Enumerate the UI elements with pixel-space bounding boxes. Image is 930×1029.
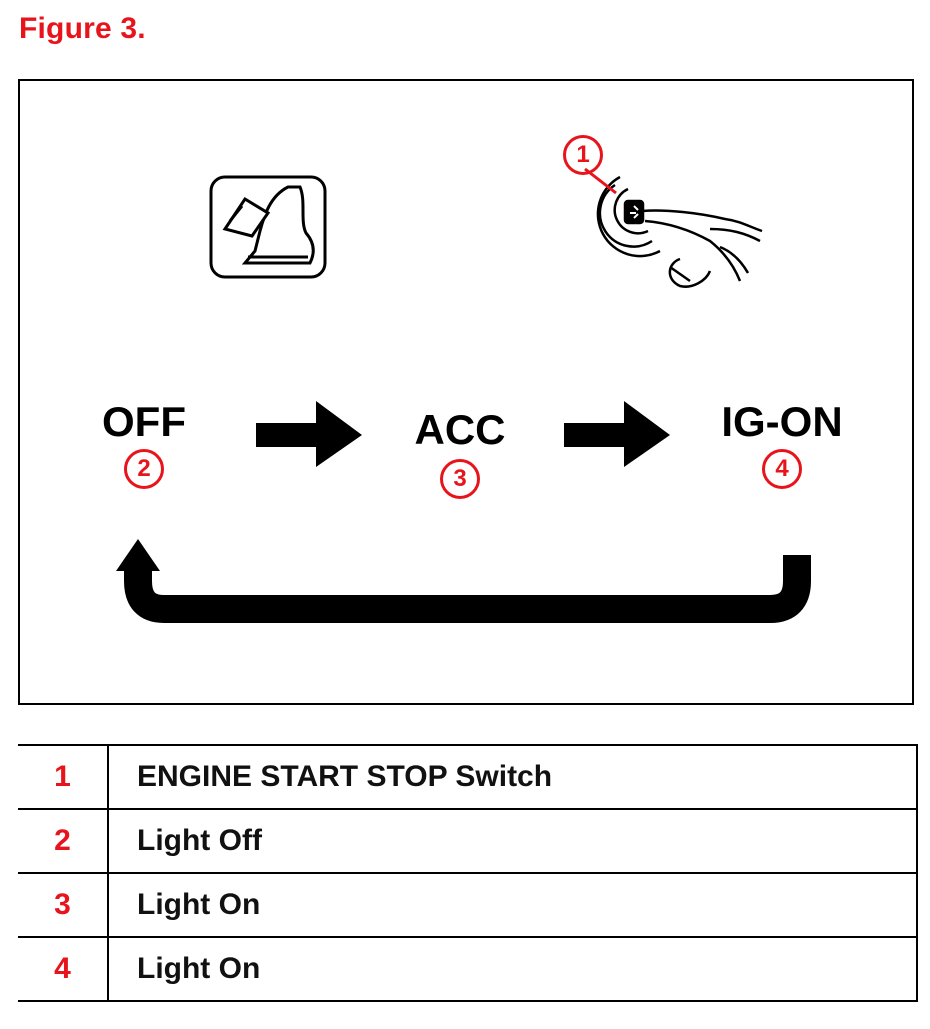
diagram-frame: 1 OFF 2 ACC 3 IG-ON 4 bbox=[18, 79, 914, 705]
state-off-label: OFF bbox=[102, 398, 186, 445]
legend-number: 2 bbox=[18, 808, 109, 874]
legend-number: 4 bbox=[18, 936, 109, 1002]
legend-description: ENGINE START STOP Switch bbox=[107, 744, 918, 810]
arrow-right-icon bbox=[256, 401, 362, 467]
table-row: 4 Light On bbox=[18, 936, 918, 1002]
legend-number: 3 bbox=[18, 872, 109, 938]
callout-2: 2 bbox=[124, 449, 164, 489]
arrow-right-icon bbox=[564, 401, 670, 467]
brake-pedal-icon bbox=[209, 175, 327, 279]
diagram-graphics bbox=[116, 167, 811, 623]
return-arrow-icon bbox=[116, 539, 811, 623]
callout-4: 4 bbox=[762, 449, 802, 489]
legend-description: Light On bbox=[107, 872, 918, 938]
push-button-hand-icon bbox=[596, 175, 763, 288]
state-acc-label: ACC bbox=[414, 406, 506, 453]
legend-table: 1 ENGINE START STOP Switch 2 Light Off 3… bbox=[18, 744, 918, 1002]
state-ig-on-label: IG-ON bbox=[721, 398, 843, 445]
table-row: 1 ENGINE START STOP Switch bbox=[18, 744, 918, 810]
legend-description: Light On bbox=[107, 936, 918, 1002]
callout-1: 1 bbox=[563, 135, 603, 175]
table-row: 2 Light Off bbox=[18, 808, 918, 874]
callout-3: 3 bbox=[440, 459, 480, 499]
legend-description: Light Off bbox=[107, 808, 918, 874]
table-row: 3 Light On bbox=[18, 872, 918, 938]
figure-title: Figure 3. bbox=[19, 12, 146, 45]
legend-number: 1 bbox=[18, 744, 109, 810]
